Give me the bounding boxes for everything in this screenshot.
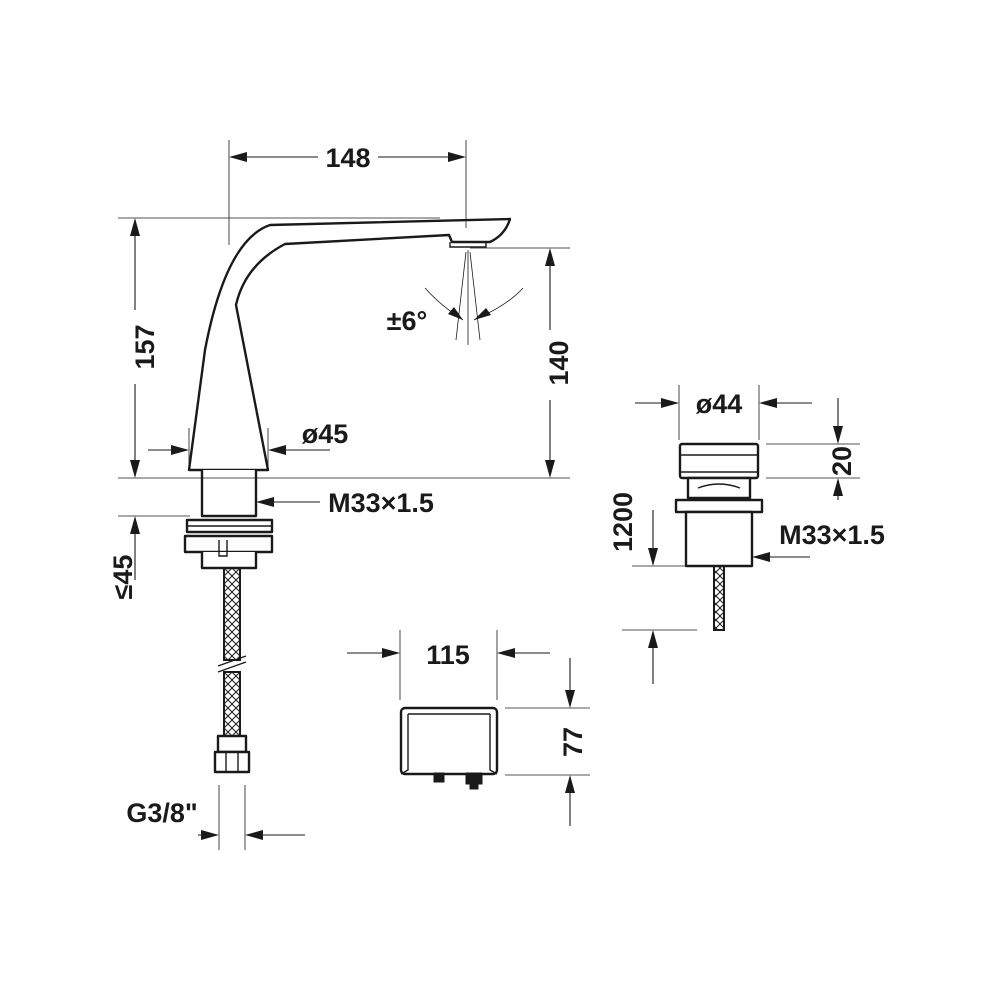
dimension-button-diameter: ø44 xyxy=(635,385,812,440)
dimension-button-height: 20 xyxy=(766,398,860,500)
faucet-body xyxy=(187,217,512,472)
label-angle: ±6° xyxy=(387,306,428,336)
dimension-height-157: 157 xyxy=(118,217,570,479)
label-cable-length: 1200 xyxy=(608,492,638,552)
label-height-157: 157 xyxy=(130,324,160,369)
label-button-height: 20 xyxy=(827,446,857,476)
control-box-body xyxy=(399,706,499,776)
label-box-height: 77 xyxy=(558,727,588,757)
label-base-diameter: ø45 xyxy=(302,419,349,449)
push-button-flange xyxy=(674,498,764,514)
hose-upper xyxy=(223,567,241,661)
push-button-body xyxy=(684,510,754,568)
label-box-width: 115 xyxy=(426,640,470,670)
dimension-deck-thickness: ≤45 xyxy=(108,515,190,600)
dimension-connection: G3/8" xyxy=(126,785,305,850)
label-connection: G3/8" xyxy=(126,798,197,828)
label-spout-reach: 148 xyxy=(325,143,370,173)
dimension-base-diameter: ø45 xyxy=(148,419,348,470)
spout-aerator xyxy=(449,242,487,248)
dimension-height-140: 140 xyxy=(470,247,574,478)
label-thread-button: M33×1.5 xyxy=(779,520,885,550)
dimension-angle: ±6° xyxy=(387,250,524,345)
faucet-neck xyxy=(200,470,258,518)
dimension-cable-length: 1200 xyxy=(608,492,697,684)
label-button-diameter: ø44 xyxy=(696,389,743,419)
dimension-box-width: 115 xyxy=(347,630,550,700)
faucet xyxy=(183,217,512,774)
dimension-spout-reach: 148 xyxy=(228,140,467,245)
label-deck-thickness: ≤45 xyxy=(108,555,138,600)
dimension-box-height: 77 xyxy=(505,658,590,826)
hose-connector xyxy=(216,734,248,754)
push-button-collar xyxy=(686,476,752,500)
mounting-shank xyxy=(200,552,258,570)
hose-lower xyxy=(223,671,241,737)
label-height-140: 140 xyxy=(544,340,574,385)
push-button-cap xyxy=(678,442,760,480)
push-button-cable xyxy=(713,565,725,631)
control-box xyxy=(399,706,499,790)
dimension-thread-button: M33×1.5 xyxy=(752,520,885,562)
dimension-thread-main: M33×1.5 xyxy=(256,488,434,518)
push-button xyxy=(674,442,764,631)
label-thread-main: M33×1.5 xyxy=(328,488,434,518)
mounting-nut xyxy=(183,534,274,554)
